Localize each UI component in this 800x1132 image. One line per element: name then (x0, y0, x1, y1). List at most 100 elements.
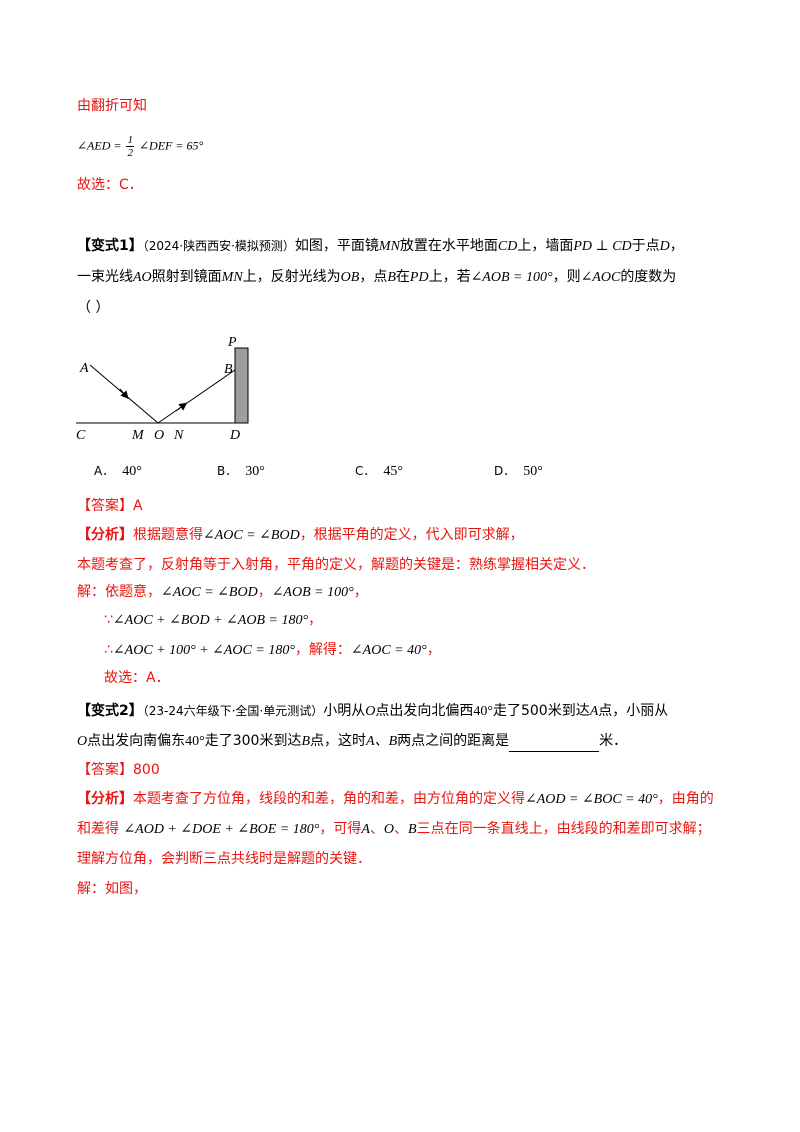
q2-line2: O点出发向南偏东40°走了300米到达B点，这时A、B两点之间的距离是米． (77, 731, 627, 752)
solution-equation: ∠AOC = 40° (350, 643, 427, 658)
analysis-equation: ∠AOC = ∠BOD (203, 528, 300, 543)
solution-text: ， (308, 612, 323, 628)
q2-text: 点，小丽从 (598, 703, 669, 719)
analysis-text: ，根据平角的定义，代入即可求解， (299, 527, 524, 543)
option-label: D． (494, 464, 516, 478)
option-value: 30° (245, 464, 265, 479)
option-b[interactable]: B． 30° (217, 462, 265, 480)
q1-analysis: 【分析】根据题意得∠AOC = ∠BOD，根据平角的定义，代入即可求解， (77, 525, 524, 546)
prev-answer-choice: 故选：C． (77, 177, 143, 193)
q1-text: ，则 (552, 269, 581, 285)
q1-b: B (387, 270, 396, 285)
analysis-tag: 【分析】 (77, 791, 133, 807)
q1-answer-paren: （ ） (77, 300, 110, 316)
solution-equation: ∠AOB = 100° (271, 585, 354, 600)
arrow-ob (175, 402, 188, 412)
q1-text: 一束光线 (77, 269, 133, 285)
analysis-tag: 【分析】 (77, 527, 133, 543)
option-value: 45° (383, 464, 403, 479)
analysis-equation: ∠AOD + ∠DOE + ∠BOE = 180° (123, 822, 320, 837)
point-b: B (408, 822, 417, 837)
therefore-symbol: ∴ (104, 642, 113, 658)
q2-point-o: O (77, 734, 88, 749)
q1-text: 放置在水平地面 (399, 238, 498, 254)
label-m: M (131, 428, 145, 443)
q2-points-ab: A、B (366, 734, 398, 749)
arrow-ao (119, 388, 129, 400)
q1-d: D (659, 239, 670, 254)
q2-angle: 40° (473, 704, 493, 719)
q1-ao: AO (133, 270, 152, 285)
label-c: C (76, 428, 86, 443)
analysis-text: 本题考查了方位角，线段的和差，角的和差，由方位角的定义得 (133, 791, 525, 807)
solution-equation: ∠AOC + 100° + ∠AOC = 180° (112, 643, 295, 658)
solution-text: ， (353, 584, 368, 600)
q1-text: 如图，平面镜 (294, 238, 379, 254)
q1-solution-line2: ∵∠AOC + ∠BOD + ∠AOB = 180°， (104, 610, 322, 631)
q1-text: 上，墙面 (517, 238, 574, 254)
fraction-numerator: 1 (126, 134, 134, 147)
q2-text: 走了500米到达 (492, 703, 590, 719)
analysis-text: 、 (369, 821, 384, 837)
q1-perp: PD ⊥ CD (573, 239, 632, 254)
label-n: N (173, 428, 184, 443)
solution-text: 解：依题意， (77, 584, 161, 600)
eq-suffix: ∠DEF = 65° (138, 138, 204, 153)
q2-point-a: A (589, 704, 599, 719)
q1-aoc: ∠AOC (580, 270, 621, 285)
q2-angle: 40° (185, 734, 205, 749)
solution-text: ，解得： (294, 642, 351, 658)
point-a: A (361, 822, 370, 837)
q1-text: 在 (395, 269, 410, 285)
q1-ob: OB (340, 270, 360, 285)
q2-line1: 【变式2】（23-24六年级下·全国·单元测试）小明从O点出发向北偏西40°走了… (77, 701, 668, 722)
q2-analysis-line2: 和差得 ∠AOD + ∠DOE + ∠BOE = 180°，可得A、O、B三点在… (77, 819, 711, 840)
option-a[interactable]: A．40° (94, 462, 142, 480)
q2-analysis-line1: 【分析】本题考查了方位角，线段的和差，角的和差，由方位角的定义得∠AOD = ∠… (77, 789, 714, 810)
solution-text: ， (257, 584, 272, 600)
q1-pd: PD (409, 270, 429, 285)
q2-point-b: B (301, 734, 311, 749)
option-label: B． (217, 464, 238, 478)
analysis-text: ，由角的 (657, 791, 714, 807)
analysis-text: 三点在同一条直线上，由线段的和差即可求解； (416, 821, 711, 837)
fold-note: 由翻折可知 (77, 98, 147, 114)
q1-source: （2024·陕西西安·模拟预测） (142, 239, 295, 253)
label-p: P (227, 335, 237, 350)
q1-line1: 【变式1】（2024·陕西西安·模拟预测）如图，平面镜MN放置在水平地面CD上，… (77, 236, 684, 257)
analysis-text: 根据题意得 (133, 527, 203, 543)
point-o: O (383, 822, 395, 837)
q1-solution-line3: ∴∠AOC + 100° + ∠AOC = 180°，解得：∠AOC = 40°… (104, 640, 441, 661)
because-symbol: ∵ (104, 612, 113, 628)
option-c[interactable]: C． 45° (355, 462, 403, 480)
analysis-text: ，可得 (319, 821, 362, 837)
q2-tag: 【变式2】 (77, 703, 143, 719)
q2-text: 小明从 (323, 703, 366, 719)
q2-text: 两点之间的距离是 (397, 733, 510, 749)
option-label: C． (355, 464, 376, 478)
answer-blank[interactable] (509, 737, 600, 752)
solution-text: ， (426, 642, 441, 658)
q1-text: ，点 (359, 269, 388, 285)
q1-text: 照射到镜面 (151, 269, 222, 285)
eq-prefix: ∠AED = (77, 138, 122, 153)
option-d[interactable]: D．50° (494, 462, 543, 480)
label-b: B (224, 362, 233, 377)
label-d: D (229, 428, 240, 443)
q1-cd: CD (497, 239, 518, 254)
q1-answer: 【答案】A (77, 498, 143, 514)
q1-mn: MN (378, 239, 400, 254)
wall (234, 347, 249, 424)
label-o: O (154, 428, 164, 443)
q2-answer: 【答案】800 (77, 762, 160, 778)
q1-choice: 故选：A． (104, 670, 170, 686)
q1-line2: 一束光线AO照射到镜面MN上，反射光线为OB，点B在PD上，若∠AOB = 10… (77, 267, 676, 288)
q2-solution: 解：如图， (77, 881, 147, 897)
q2-analysis-line3: 理解方位角，会判断三点共线时是解题的关键． (77, 851, 371, 867)
solution-equation: ∠AOC + ∠BOD + ∠AOB = 180° (112, 613, 309, 628)
q1-analysis-line2: 本题考查了，反射角等于入射角，平角的定义，解题的关键是：熟练掌握相关定义． (77, 557, 595, 573)
q2-source: （23-24六年级下·全国·单元测试） (142, 704, 324, 718)
q2-text: 走了300米到达 (204, 733, 302, 749)
q2-text: 点出发向北偏西 (375, 703, 474, 719)
